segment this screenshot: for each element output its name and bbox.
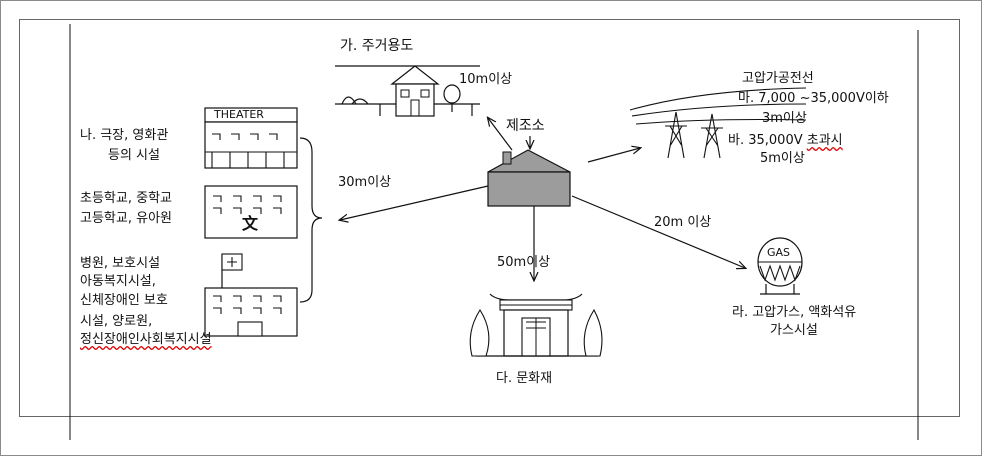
residential-label: 가. 주거용도 (340, 38, 414, 54)
theater-label-2: 등의 시설 (108, 148, 160, 163)
arrow-to-facilities (340, 185, 489, 220)
gas-label-2: 가스시설 (770, 323, 818, 338)
arrow-to-power-line (587, 148, 640, 163)
gas-distance: 20m 이상 (654, 215, 712, 230)
hospital-label-4: 시설, 양로원, (80, 314, 153, 329)
school-label-1: 초등학교, 중학교 (80, 191, 172, 206)
factory-label: 제조소 (506, 118, 545, 134)
hospital-icon (204, 253, 298, 337)
gas-tank-icon (757, 237, 803, 295)
power-line-icon (629, 87, 807, 159)
power-line-ba-distance: 5m이상 (760, 151, 805, 166)
diagram-panel (19, 19, 960, 417)
hospital-label-1: 병원, 보호시설 (80, 256, 161, 271)
power-line-ba-range-prefix: 바. 35,000V (728, 133, 803, 148)
factory-icon (487, 136, 571, 207)
theater-sign: THEATER (214, 108, 264, 121)
house-icon (335, 65, 480, 117)
heritage-distance: 50m이상 (497, 255, 551, 270)
power-line-title: 고압가공전선 (742, 71, 814, 86)
hospital-label-5: 정신장애인사회복지시설 (80, 332, 212, 347)
gas-label-1: 라. 고압가스, 액화석유 (732, 305, 857, 320)
power-line-ba-range-suffix: 초과시 (806, 133, 843, 148)
power-line-ma-range: 마. 7,000 ~35,000V이하 (738, 91, 889, 106)
theater-label-1: 나. 극장, 영화관 (80, 128, 169, 143)
gas-tank-text: GAS (767, 246, 791, 259)
facility-group-brace (299, 137, 323, 303)
hospital-label-2: 아동복지시설, (80, 274, 156, 289)
residential-distance: 10m이상 (459, 72, 513, 87)
arrow-to-gas (571, 195, 745, 268)
facilities-distance: 30m이상 (338, 175, 392, 190)
heritage-icon (469, 293, 603, 357)
power-line-ma-distance: 3m이상 (762, 111, 807, 126)
school-icon (204, 185, 298, 239)
school-label-2: 고등학교, 유아원 (80, 211, 172, 226)
power-line-ba-range: 바. 35,000V 초과시 (728, 132, 843, 149)
theater-icon (204, 107, 298, 169)
arrow-to-residential (488, 118, 513, 151)
school-glyph: 文 (242, 214, 259, 233)
heritage-label: 다. 문화재 (496, 371, 553, 386)
hospital-label-3: 신체장애인 보호 (80, 293, 168, 308)
